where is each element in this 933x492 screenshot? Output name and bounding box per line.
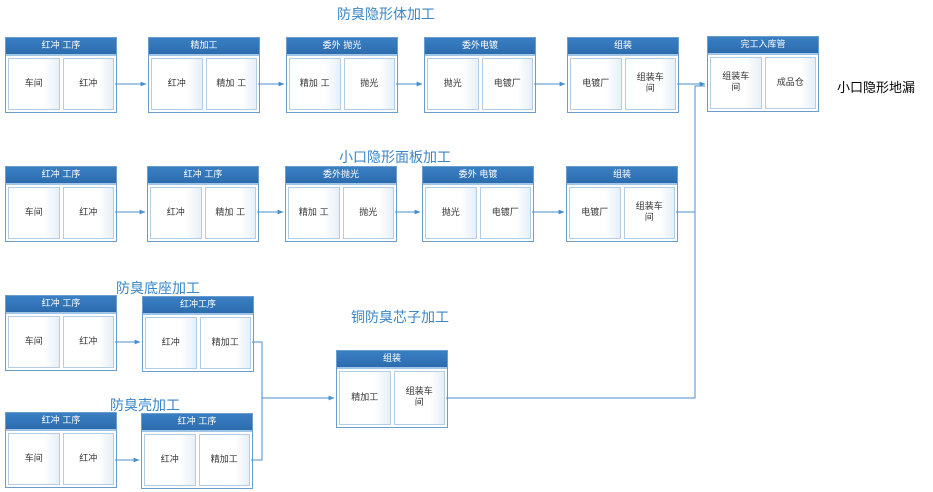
process-cell: 红冲 [62,316,114,368]
process-header: 委外 抛光 [287,38,397,56]
process-cell: 红冲 [62,187,114,239]
process-block: 红冲 工序 车间红冲 [5,412,117,488]
product-label: 小口隐形地漏 [837,81,916,96]
process-cell: 组装车间 [624,58,676,110]
process-block: 委外电镀 抛光电镀厂 [424,37,536,113]
process-block: 委外抛光 精加 工抛光 [285,166,397,242]
process-block: 委外 抛光 精加 工抛光 [286,37,398,113]
process-header: 组装 [568,38,678,56]
process-header: 委外电镀 [425,38,535,56]
process-block: 红冲工序 红冲精加工 [142,296,254,372]
process-block: 组装 精加工组装车间 [336,350,448,428]
process-header: 组装 [337,351,447,369]
process-header: 完工入库管 [708,37,818,55]
process-header: 红冲 工序 [6,413,116,431]
process-header: 组装 [567,167,677,185]
process-cell: 车间 [8,433,60,485]
process-block: 精加工 红冲精加 工 [148,37,260,113]
process-header: 委外 电镀 [423,167,533,185]
process-cell: 组装车间 [623,187,675,239]
process-block: 红冲 工序 车间红冲 [5,295,117,371]
flow-connector [676,85,705,213]
process-block: 红冲 工序 车间红冲 [5,37,117,113]
process-cell: 抛光 [342,187,394,239]
process-cell: 精加 工 [205,58,257,110]
process-cell: 红冲 [145,317,197,369]
process-header: 红冲 工序 [142,414,252,432]
process-header: 精加工 [149,38,259,56]
title-row3: 防臭底座加工 [116,281,200,297]
process-cell: 红冲 [62,433,114,485]
process-block: 完工入库管 组装车间成品仓 [707,36,819,112]
title-row4: 防臭壳加工 [110,398,180,414]
process-cell: 精加 工 [288,187,340,239]
process-cell: 组装车间 [393,371,445,425]
process-cell: 组装车间 [710,57,762,109]
process-cell: 精加工 [199,317,251,369]
process-header: 红冲 工序 [6,38,116,56]
process-cell: 红冲 [144,434,196,486]
process-block: 组装 电镀厂组装车间 [567,37,679,113]
flow-connector [446,212,696,399]
process-header: 红冲 工序 [6,296,116,314]
process-header: 委外抛光 [286,167,396,185]
process-block: 组装 电镀厂组装车间 [566,166,678,242]
process-cell: 红冲 [62,58,114,110]
process-header: 红冲工序 [143,297,253,315]
process-cell: 电镀厂 [569,187,621,239]
process-cell: 红冲 [150,187,202,239]
process-cell: 精加 工 [289,58,341,110]
process-cell: 电镀厂 [481,58,533,110]
process-cell: 车间 [8,316,60,368]
title-row1: 防臭隐形体加工 [337,7,435,23]
process-cell: 精加 工 [204,187,256,239]
flow-connector [251,341,263,461]
process-block: 红冲 工序 红冲精加工 [141,413,253,489]
process-cell: 电镀厂 [479,187,531,239]
title-core: 铜防臭芯子加工 [351,310,449,326]
process-header: 红冲 工序 [148,167,258,185]
process-cell: 抛光 [427,58,479,110]
process-cell: 成品仓 [764,57,816,109]
title-row2: 小口隐形面板加工 [339,150,451,166]
process-header: 红冲 工序 [6,167,116,185]
process-cell: 红冲 [151,58,203,110]
process-cell: 精加工 [339,371,391,425]
process-cell: 抛光 [425,187,477,239]
process-cell: 抛光 [343,58,395,110]
process-block: 红冲 工序 红冲精加 工 [147,166,259,242]
process-cell: 电镀厂 [570,58,622,110]
process-block: 红冲 工序 车间红冲 [5,166,117,242]
process-cell: 精加工 [198,434,250,486]
process-block: 委外 电镀 抛光电镀厂 [422,166,534,242]
process-cell: 车间 [8,187,60,239]
process-cell: 车间 [8,58,60,110]
